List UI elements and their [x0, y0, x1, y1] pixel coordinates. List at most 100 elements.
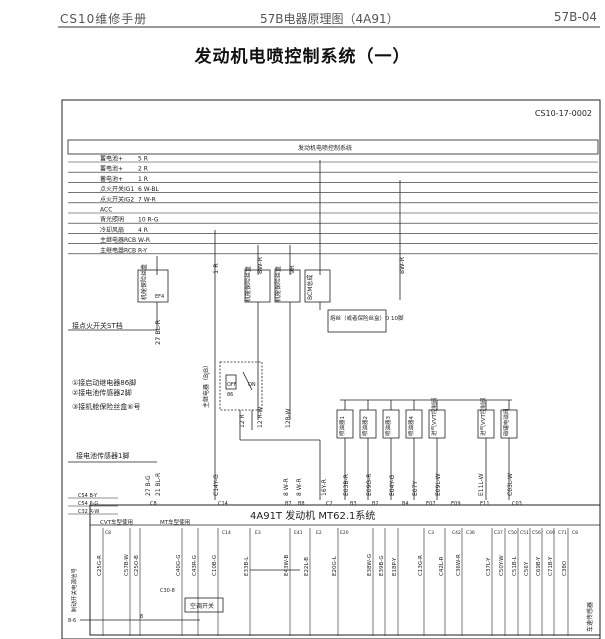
injector-label: 碳罐电磁阀 — [502, 408, 510, 436]
pin-8: 8 — [140, 614, 143, 620]
bottom-wire-label: C25O-B — [134, 555, 140, 576]
bottom-pin: C69 — [546, 530, 555, 536]
bottom-wire-label: E39B-G — [379, 555, 385, 576]
note-battery: 接电池传感器1脚 — [76, 451, 129, 460]
ecu-pin-top: C8 — [150, 501, 157, 507]
relay-coil-pin: 86 — [227, 392, 233, 398]
ac-switch: 空调开关 — [190, 602, 214, 610]
bottom-pin: E2 — [316, 530, 322, 536]
bottom-wire-label: C56Y — [524, 561, 530, 576]
fuse-box-3-label: 机舱保险丝盒 — [274, 266, 282, 302]
rail-name: 主继电器RCB — [100, 246, 136, 254]
ecu-wire-label: E11L-W — [478, 473, 485, 496]
speed-sensor: 车速传感器 — [586, 602, 594, 632]
bottom-wire-label: C10B-G — [212, 555, 218, 576]
rail-wire: 10 R-G — [138, 217, 159, 224]
injector-label: 喷油器3 — [384, 415, 392, 436]
mt-label: MT车型使用 — [160, 518, 190, 526]
rail-name: 主继电器RCB — [100, 236, 136, 244]
ecu-wire-label: 16Y-R — [321, 479, 328, 496]
rail-name: 冷却风扇 — [100, 226, 124, 234]
bottom-pin: E3 — [255, 530, 261, 536]
bottom-wire-label: C71B-Y — [548, 556, 554, 576]
bottom-wire-label: E20G-L — [332, 555, 338, 576]
bottom-wire-label: E43W-B — [284, 555, 290, 576]
rail-wire: 7 W-R — [138, 196, 156, 203]
bottom-pin: C36 — [466, 530, 475, 536]
rail-name: 点火开关IG1 — [100, 185, 134, 193]
bottom-wire-label: E18P-Y — [392, 557, 398, 576]
injector-label: 喷油器2 — [361, 416, 369, 436]
pin-8-6: 8-6 — [68, 618, 76, 624]
note-1: ①接启动继电器86脚 — [72, 378, 136, 387]
bottom-pin: C8 — [572, 530, 578, 536]
rail-name: 背光照明 — [100, 216, 124, 224]
wire-1r: 1 R — [212, 263, 220, 274]
wire-8wr-2: 8W-R — [398, 256, 406, 274]
relay-on: ON — [248, 382, 256, 388]
bottom-pin: E41 — [294, 530, 303, 536]
rail-name: 蓄电池+ — [100, 175, 123, 183]
bottom-pin: C37 — [494, 530, 503, 536]
bottom-wire-label: C69B-Y — [536, 556, 542, 576]
bcm-label: BCM总成 — [306, 275, 314, 300]
bottom-pin: C71 — [558, 530, 567, 536]
bottom-pin: C51 — [520, 530, 529, 536]
bottom-pin: C42 — [452, 530, 461, 536]
diagram-caption: 发动机电喷控制系统 — [298, 144, 352, 152]
wire-9r: 9R — [288, 265, 296, 274]
bottom-pin: C8 — [105, 530, 111, 536]
bottom-pin: C3 — [428, 530, 434, 536]
rail-wire: 6 W-BL — [138, 186, 159, 193]
bottom-wire-label: C40G-G — [176, 554, 182, 576]
page-title: 发动机电喷控制系统（一） — [194, 47, 411, 67]
ecu-pin-top: B3 — [350, 501, 357, 507]
fuse-id: EF4 — [155, 294, 164, 300]
ecu-pin-top: E09 — [451, 501, 461, 507]
ecu-pin-top: B4 — [402, 501, 409, 507]
rail-wire: 4 R — [138, 227, 148, 234]
injectors: 喷油器1 喷油器2 喷油器3 喷油器4 进气VVT控制阀 进气VVT控制阀 碳罐电磁阀 — [336, 398, 518, 500]
rail-wire: 2 R — [138, 166, 148, 173]
wire-12rw-2: 12R-W — [285, 409, 292, 428]
ecu-wire-label: C03L-W — [507, 473, 514, 496]
rail-wire: 1 R — [138, 176, 148, 183]
diagram-chapter: 57B电器原理图（4A91） — [260, 12, 399, 26]
bottom-pin: C56 — [532, 530, 541, 536]
relay-off: OFF — [227, 382, 237, 388]
injector-label: 喷油器4 — [407, 415, 415, 436]
bottom-wire-label: C36W-R — [456, 554, 462, 576]
c30-label: C30-8 — [160, 588, 175, 594]
bottom-wire-label: C37L-Y — [486, 557, 492, 576]
injector-label: 喷油器1 — [338, 416, 346, 436]
injector-label: 进气VVT控制阀 — [430, 398, 438, 436]
ecu-wire-label: E09G-R — [366, 474, 373, 496]
note-2: ②接电池传感器2脚 — [72, 388, 132, 397]
left-conn-label: C54 P-G — [78, 501, 98, 507]
bottom-pin: C50 — [508, 530, 517, 536]
bottom-pin: E20 — [340, 530, 349, 536]
fuse-box-2-label: 机舱保险丝盒 — [244, 266, 252, 302]
ecu-pin-top: B7 — [285, 501, 292, 507]
fuse-note: 熔丝（或者保险丝盒）D 10脚 — [330, 314, 404, 322]
rail-name: ACC — [100, 207, 112, 214]
ecu-pin-top: E07 — [426, 501, 436, 507]
ecu-wire-label: E07Y — [412, 481, 419, 496]
left-conn-label: C32 R-W — [78, 509, 99, 515]
ecu-wire-label: 8 W-R — [296, 478, 303, 496]
injector-label: 进气VVT控制阀 — [479, 398, 487, 436]
rail-wire: 5 R — [138, 156, 148, 163]
bottom-pin: C14 — [222, 530, 231, 536]
page-number: 57B-04 — [553, 10, 597, 24]
bottom-wire-label: C13G-R — [418, 555, 424, 576]
bottom-wire-label: C51B-L — [512, 555, 518, 576]
ecu-pin-top: C2 — [326, 501, 333, 507]
ecu-wire-label: 27 B-G — [145, 475, 152, 496]
bottom-wire-label: C38O — [562, 560, 568, 576]
ecu-pin-top: E11 — [480, 501, 490, 507]
ecu-title: 4A91T 发动机 MT62.1系统 — [250, 509, 375, 522]
